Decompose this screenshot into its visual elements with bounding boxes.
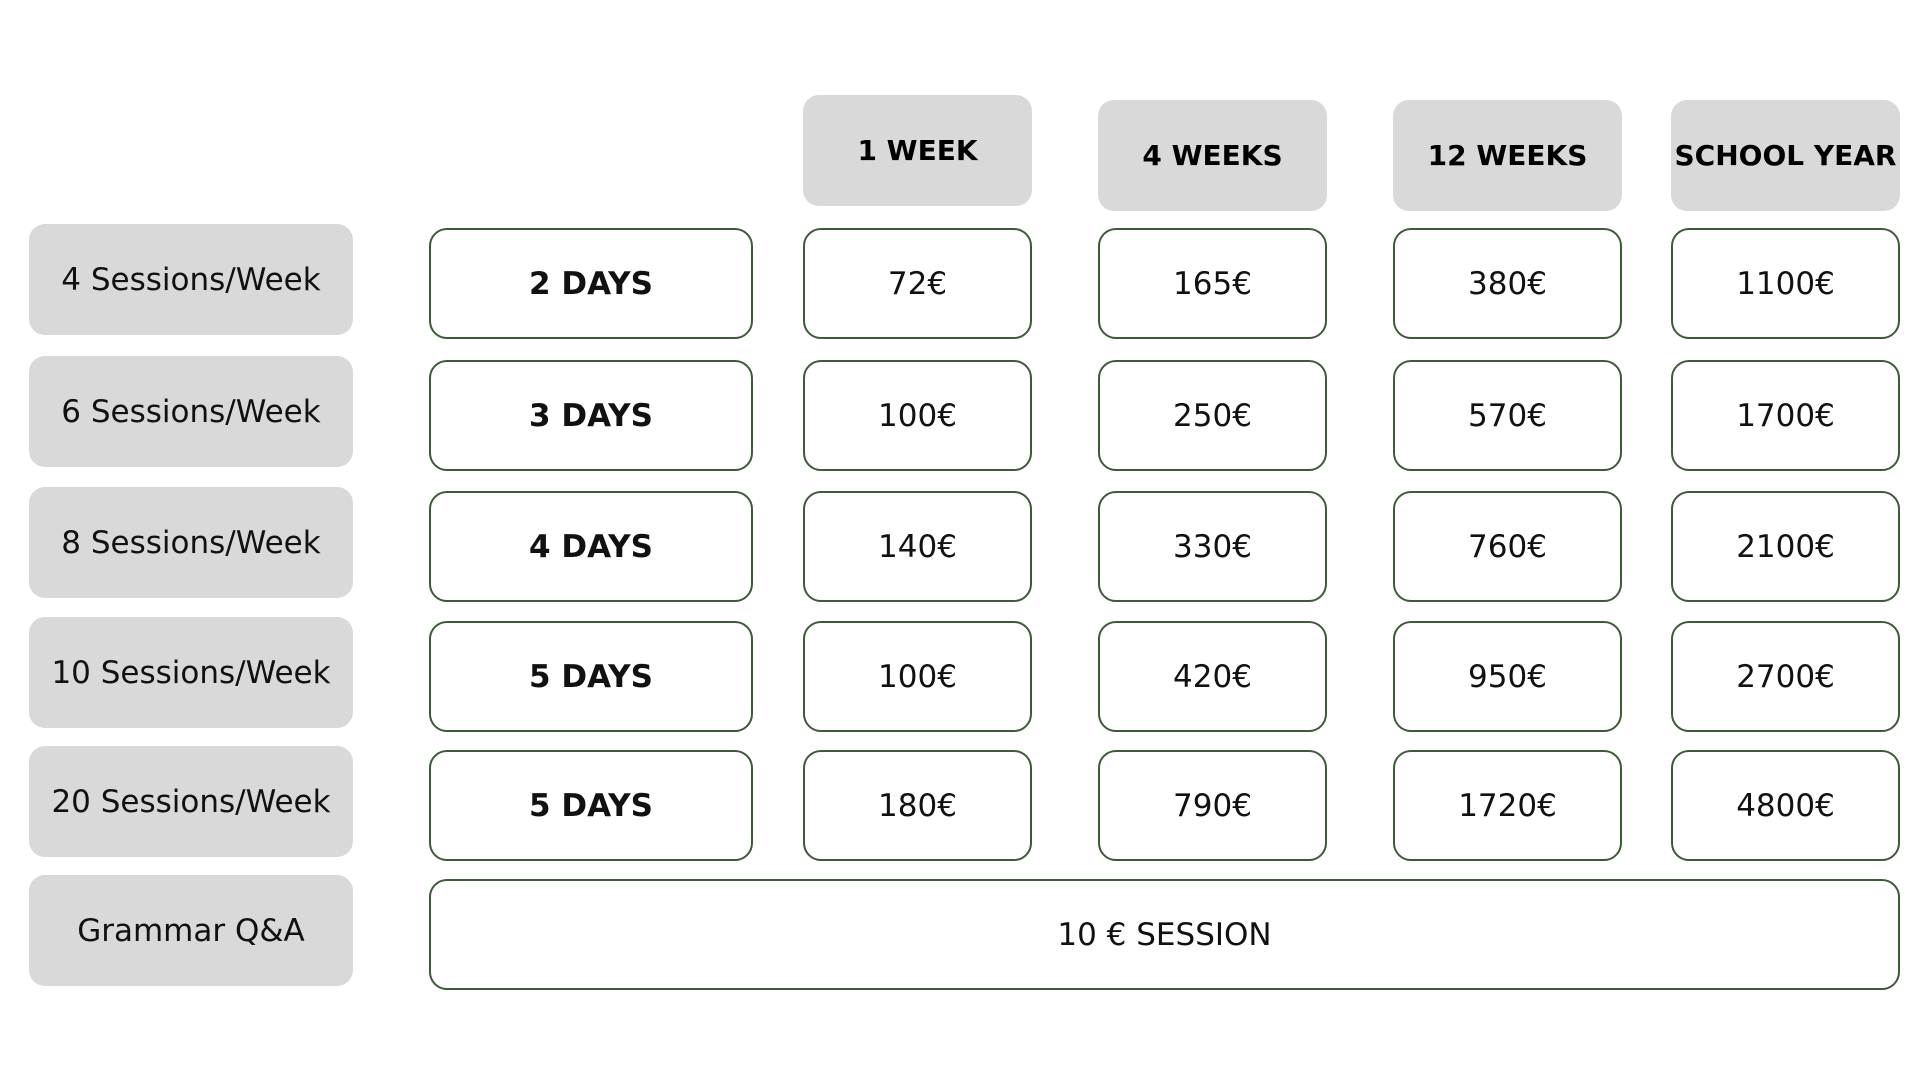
days-cell: 2 DAYS <box>429 228 753 339</box>
price-cell: 165€ <box>1098 228 1327 339</box>
price-cell: 330€ <box>1098 491 1327 602</box>
column-header-1-week: 1 WEEK <box>803 95 1032 206</box>
days-cell: 4 DAYS <box>429 491 753 602</box>
row-label-10-sessions: 10 Sessions/Week <box>29 617 353 728</box>
price-cell: 180€ <box>803 750 1032 861</box>
price-cell: 1100€ <box>1671 228 1900 339</box>
days-cell: 3 DAYS <box>429 360 753 471</box>
price-cell: 250€ <box>1098 360 1327 471</box>
grammar-session-price: 10 € SESSION <box>429 879 1900 990</box>
days-cell: 5 DAYS <box>429 750 753 861</box>
price-cell: 100€ <box>803 621 1032 732</box>
days-cell: 5 DAYS <box>429 621 753 732</box>
price-cell: 420€ <box>1098 621 1327 732</box>
row-label-4-sessions: 4 Sessions/Week <box>29 224 353 335</box>
row-label-8-sessions: 8 Sessions/Week <box>29 487 353 598</box>
row-label-6-sessions: 6 Sessions/Week <box>29 356 353 467</box>
price-cell: 2700€ <box>1671 621 1900 732</box>
price-cell: 72€ <box>803 228 1032 339</box>
column-header-4-weeks: 4 WEEKS <box>1098 100 1327 211</box>
price-cell: 790€ <box>1098 750 1327 861</box>
price-cell: 1700€ <box>1671 360 1900 471</box>
row-label-20-sessions: 20 Sessions/Week <box>29 746 353 857</box>
price-cell: 950€ <box>1393 621 1622 732</box>
price-cell: 570€ <box>1393 360 1622 471</box>
row-label-grammar-qa: Grammar Q&A <box>29 875 353 986</box>
price-cell: 1720€ <box>1393 750 1622 861</box>
column-header-school-year: SCHOOL YEAR <box>1671 100 1900 211</box>
price-cell: 2100€ <box>1671 491 1900 602</box>
price-cell: 100€ <box>803 360 1032 471</box>
price-cell: 760€ <box>1393 491 1622 602</box>
column-header-12-weeks: 12 WEEKS <box>1393 100 1622 211</box>
price-cell: 4800€ <box>1671 750 1900 861</box>
price-cell: 380€ <box>1393 228 1622 339</box>
price-cell: 140€ <box>803 491 1032 602</box>
